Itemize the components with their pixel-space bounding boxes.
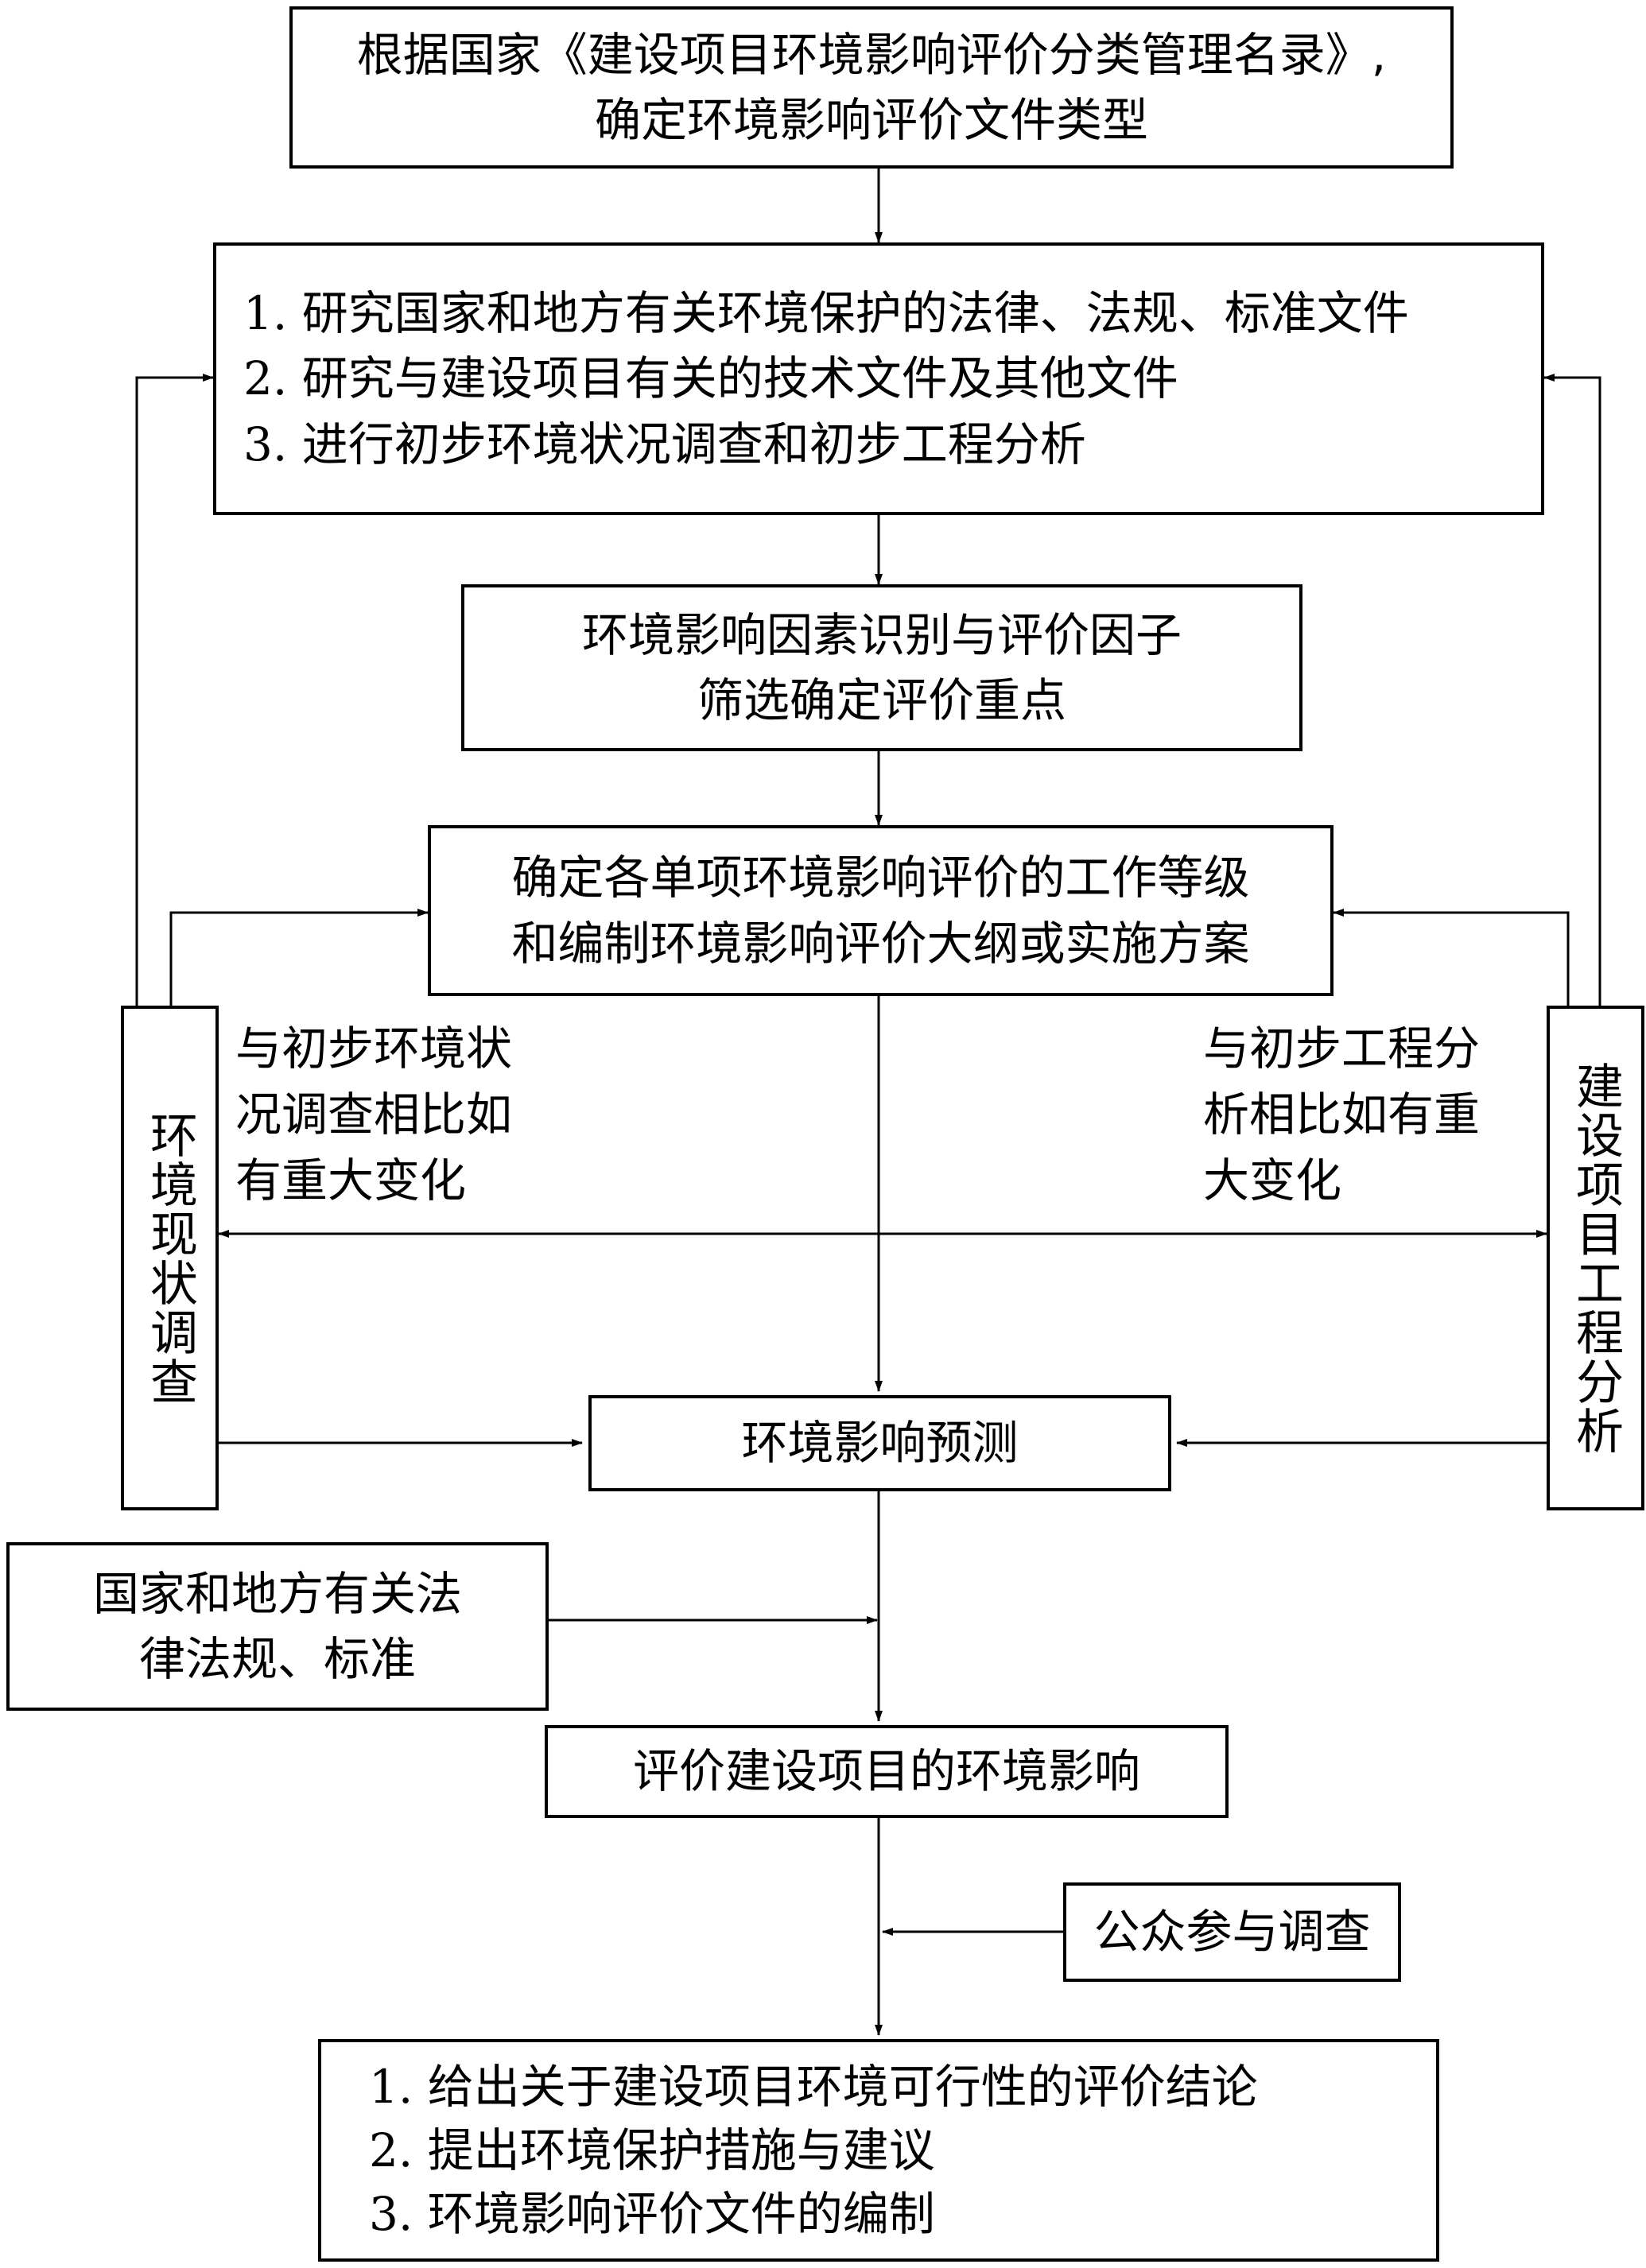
- node-impact-prediction: 环境影响预测: [588, 1395, 1171, 1491]
- item-text: 提出环境保护措施与建议: [427, 2123, 935, 2177]
- node-line: 确定各单项环境影响评价的工作等级: [511, 851, 1250, 905]
- node-line: 确定环境影响评价文件类型: [594, 93, 1148, 147]
- item-text: 研究与建设项目有关的技术文件及其他文件: [301, 351, 1178, 406]
- node-text: 公众参与调查: [1093, 1905, 1371, 1960]
- node-conclusions: 1. 给出关于建设项目环境可行性的评价结论 2. 提出环境保护措施与建议 3. …: [318, 2039, 1439, 2262]
- arrow-survey-to-research: [135, 374, 214, 1006]
- condition-label-right: 与初步工程分 析相比如有重 大变化: [1203, 1022, 1481, 1208]
- list-item: 2. 研究与建设项目有关的技术文件及其他文件: [243, 346, 1178, 411]
- item-number: 1.: [243, 285, 288, 340]
- item-number: 2.: [243, 351, 288, 406]
- node-text: 评价建设项目的环境影响: [632, 1744, 1140, 1799]
- node-line: 根据国家《建设项目环境影响评价分类管理名录》,: [356, 27, 1387, 82]
- item-number: 3.: [243, 417, 288, 471]
- node-work-grade: 确定各单项环境影响评价的工作等级 和编制环境影响评价大纲或实施方案: [428, 825, 1333, 996]
- node-line: 律法规、标准: [138, 1632, 416, 1686]
- node-line: 和编制环境影响评价大纲或实施方案: [511, 916, 1250, 971]
- node-evaluate-impact: 评价建设项目的环境影响: [545, 1725, 1229, 1818]
- node-impact-identification: 环境影响因素识别与评价因子 筛选确定评价重点: [461, 584, 1302, 751]
- arrow-survey-to-grade: [169, 909, 429, 1006]
- item-text: 进行初步环境状况调查和初步工程分析: [301, 417, 1086, 471]
- node-research-documents: 1. 研究国家和地方有关环境保护的法律、法规、标准文件 2. 研究与建设项目有关…: [213, 242, 1544, 515]
- list-item: 3. 环境影响评价文件的编制: [369, 2182, 935, 2246]
- list-item: 1. 给出关于建设项目环境可行性的评价结论: [369, 2055, 1258, 2119]
- node-public-participation: 公众参与调查: [1063, 1882, 1401, 1982]
- node-classification-directory: 根据国家《建设项目环境影响评价分类管理名录》, 确定环境影响评价文件类型: [289, 6, 1454, 169]
- node-text: 环境现状调查: [142, 1110, 198, 1406]
- list-item: 2. 提出环境保护措施与建议: [369, 2119, 935, 2182]
- arrow-engineering-to-research: [1543, 374, 1601, 1006]
- node-text: 环境影响预测: [741, 1416, 1019, 1471]
- node-laws-standards: 国家和地方有关法 律法规、标准: [6, 1542, 549, 1711]
- arrow-engineering-to-grade: [1333, 909, 1570, 1006]
- node-environment-survey: 环境现状调查: [121, 1006, 219, 1510]
- item-number: 3.: [369, 2187, 413, 2242]
- condition-label-left: 与初步环境状 况调查相比如 有重大变化: [235, 1022, 513, 1208]
- item-text: 环境影响评价文件的编制: [427, 2187, 935, 2242]
- node-line: 筛选确定评价重点: [697, 673, 1066, 727]
- item-text: 研究国家和地方有关环境保护的法律、法规、标准文件: [301, 285, 1409, 340]
- item-number: 1.: [369, 2059, 413, 2114]
- node-line: 国家和地方有关法: [92, 1566, 462, 1621]
- item-number: 2.: [369, 2123, 413, 2177]
- list-item: 1. 研究国家和地方有关环境保护的法律、法规、标准文件: [243, 281, 1409, 346]
- node-line: 环境影响因素识别与评价因子: [581, 607, 1182, 662]
- list-item: 3. 进行初步环境状况调查和初步工程分析: [243, 412, 1086, 477]
- node-text: 建设项目工程分析: [1567, 1060, 1624, 1456]
- node-engineering-analysis: 建设项目工程分析: [1547, 1006, 1644, 1510]
- item-text: 给出关于建设项目环境可行性的评价结论: [427, 2059, 1258, 2114]
